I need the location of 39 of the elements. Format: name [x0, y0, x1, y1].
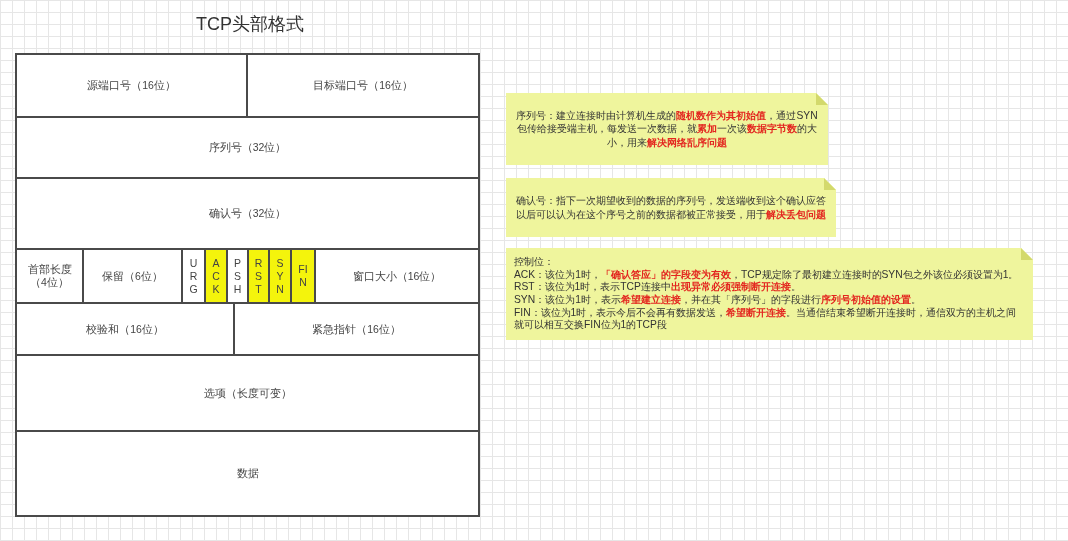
flag-label: FIN: [297, 263, 309, 289]
note-text: 确认号：指下一次期望收到的数据的序列号，发送端收到这个确认应答以后可以认为在这个序号之前的数据都被正常接受，用于解决丢包问题: [515, 194, 827, 221]
sticky-note: [506, 248, 1033, 340]
field-label: 校验和（16位）: [86, 322, 164, 336]
flag-label: URG: [188, 256, 199, 296]
sticky-note: [506, 93, 828, 165]
header-field: [15, 177, 480, 250]
header-field: [15, 354, 480, 432]
note-text: 序列号：建立连接时由计算机生成的随机数作为其初始值，通过SYN包传给接受端主机，每发送一次数据，就累加一次该数据字节数的大小，用来解决网络乱序问题: [515, 108, 819, 150]
field-label: 紧急指针（16位）: [312, 322, 401, 336]
header-field: [314, 248, 480, 304]
flag-label: PSH: [232, 256, 243, 296]
note-text: FIN：该位为1时，表示今后不会再有数据发送，希望断开连接。当通信结束希望断开连接时，通信双方的主机之间就可以相互交换FIN位为1的TCP段: [514, 306, 1018, 332]
note-heading: 控制位：: [514, 256, 554, 269]
note-text: ACK：该位为1时，「确认答应」的字段变为有效，TCP规定除了最初建立连接时的SYN包之外该位必须设置为1。: [514, 268, 1019, 281]
diagram-title: TCP头部格式: [195, 13, 305, 35]
note-text: SYN：该位为1时，表示希望建立连接，并在其「序列号」的字段进行序列号初始值的设置。: [514, 294, 921, 307]
header-field: [15, 248, 84, 304]
field-label: 目标端口号（16位）: [313, 79, 413, 92]
field-label: 序列号（32位）: [208, 141, 287, 154]
field-label: 确认号（32位）: [208, 207, 287, 220]
field-label: 数据: [236, 467, 259, 480]
field-label: 源端口号（16位）: [87, 79, 176, 92]
header-field: [15, 430, 480, 517]
header-field: [15, 53, 248, 118]
header-field: [82, 248, 183, 304]
sticky-note: [506, 178, 836, 237]
header-field: [15, 302, 235, 356]
flag-label: ACK: [211, 256, 221, 296]
field-label: 窗口大小（16位）: [352, 269, 442, 283]
header-field: [246, 53, 480, 118]
header-field: [15, 116, 480, 179]
header-field: [233, 302, 480, 356]
flag-label: SYN: [275, 256, 285, 296]
field-label: 首部长度（4位）: [26, 263, 73, 289]
field-label: 保留（6位）: [102, 269, 163, 283]
flag-label: RST: [253, 256, 264, 296]
field-label: 选项（长度可变）: [203, 386, 292, 400]
note-text: RST：该位为1时，表示TCP连接中出现异常必须强制断开连接。: [514, 281, 801, 294]
